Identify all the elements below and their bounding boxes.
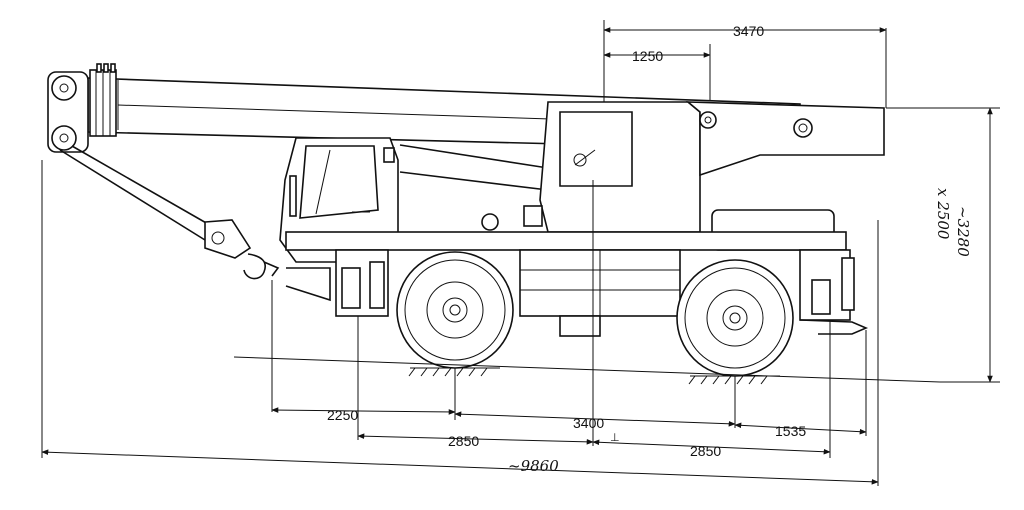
dim-axle-rear: 2850 bbox=[690, 443, 721, 459]
carrier-cab bbox=[279, 137, 399, 263]
rear-wheel bbox=[676, 259, 794, 377]
dimension-labels: 3470 1250 ~3280 x 2500 2250 3400 2850 28… bbox=[327, 23, 972, 475]
dim-height-max: ~3280 bbox=[954, 206, 972, 257]
dim-height-min: x 2500 bbox=[934, 188, 952, 240]
chassis bbox=[285, 231, 869, 337]
center-tick-mark: ⊥ bbox=[610, 432, 620, 444]
dim-overall-length: ~9860 bbox=[508, 457, 559, 475]
dimension-lines bbox=[41, 20, 1000, 486]
mobile-crane bbox=[47, 63, 885, 385]
dim-top-overall: 3470 bbox=[733, 23, 764, 39]
dim-front-overhang: 2250 bbox=[327, 407, 358, 423]
hook-block bbox=[59, 145, 280, 280]
dim-top-partial: 1250 bbox=[632, 48, 663, 64]
dim-wheelbase: 3400 bbox=[573, 415, 604, 431]
dim-axle-front: 2850 bbox=[448, 433, 479, 449]
front-wheel bbox=[396, 251, 514, 369]
dim-rear-overhang: 1535 bbox=[775, 423, 806, 439]
